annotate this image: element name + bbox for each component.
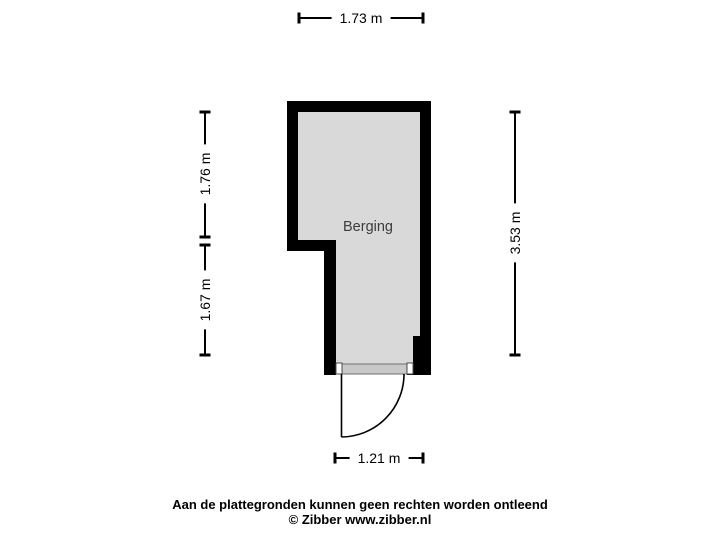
room-name-label: Berging xyxy=(343,219,393,235)
dimension-label-left-lower: 1.67 m xyxy=(195,270,215,330)
wall-right xyxy=(420,101,431,375)
footer-credit: © Zibber www.zibber.nl xyxy=(288,511,432,527)
door xyxy=(335,362,414,438)
wall-step xyxy=(287,240,335,251)
dimension-label-bottom: 1.21 m xyxy=(349,448,409,468)
room-floor-berging xyxy=(298,112,420,364)
door-post-left xyxy=(335,362,343,375)
dimension-label-left-upper: 1.76 m xyxy=(195,144,215,204)
footer-disclaimer: Aan de plattegronden kunnen geen rechten… xyxy=(172,497,548,512)
wall-bottom-right xyxy=(407,364,431,375)
walls xyxy=(287,101,431,375)
door-swing-arc xyxy=(341,373,405,438)
wall-top xyxy=(287,101,431,112)
door-threshold xyxy=(335,363,414,375)
door-post-right xyxy=(406,362,414,375)
wall-left-lower xyxy=(324,240,336,375)
wall-left-upper xyxy=(287,101,298,251)
dimension-label-right: 3.53 m xyxy=(505,203,525,263)
dimension-label-top: 1.73 m xyxy=(331,8,391,28)
footer: Aan de plattegronden kunnen geen rechten… xyxy=(0,497,720,527)
